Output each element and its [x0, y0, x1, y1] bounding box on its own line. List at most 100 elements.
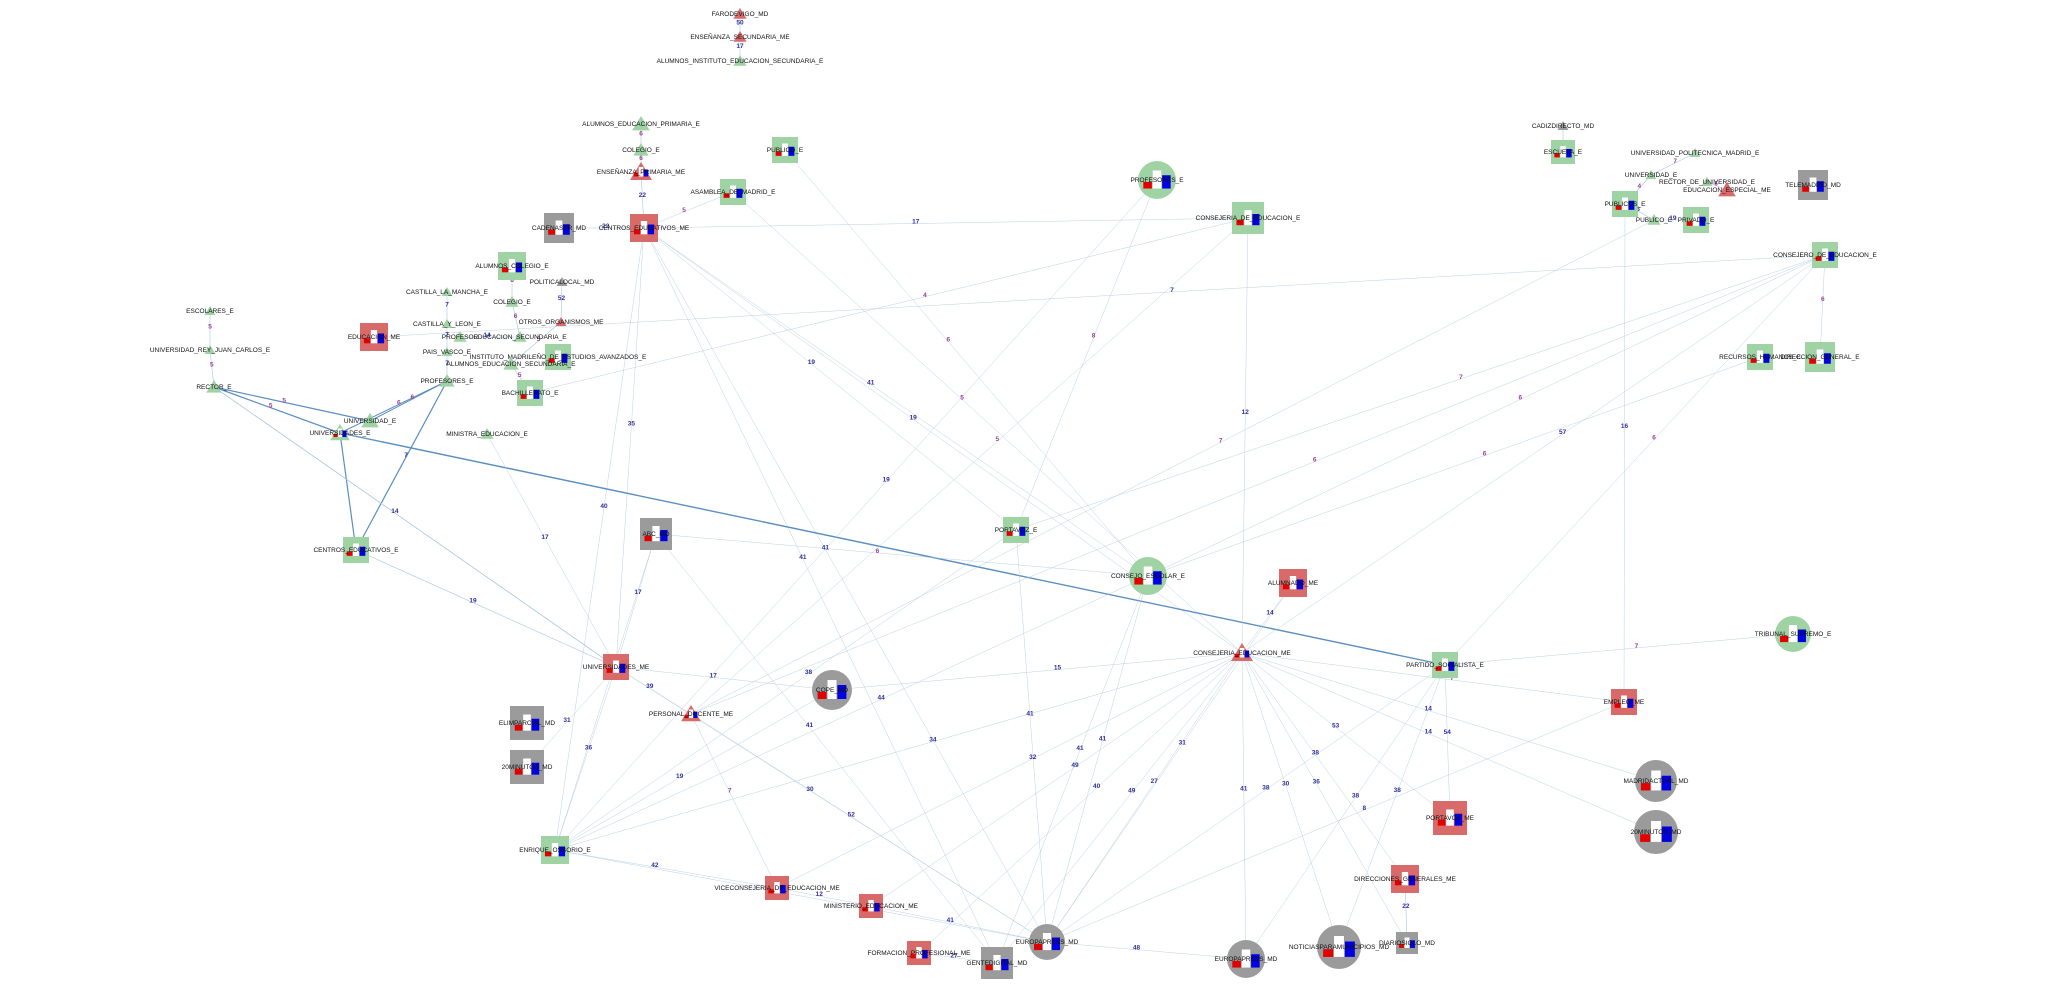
edge-weight-label: 8	[1363, 805, 1367, 812]
graph-node[interactable]: ESCUELA_E	[1544, 140, 1583, 164]
graph-edge	[1015, 254, 1826, 531]
graph-node[interactable]: EDUCACION_ME	[348, 323, 401, 351]
edge-weight-label: 57	[1559, 429, 1567, 436]
graph-node[interactable]: ASAMBLEA_DE_MADRID_E	[691, 179, 777, 205]
graph-node[interactable]: EUROPAPRESS_MD	[1215, 940, 1278, 978]
graph-node[interactable]: TELEMADRID_MD	[1785, 170, 1841, 200]
graph-node[interactable]: EMPLEO_ME	[1604, 689, 1645, 715]
graph-node[interactable]: ALUMNOS_INSTITUTO_EDUCACION_SECUNDARIA_E	[657, 55, 824, 66]
graph-node[interactable]: CONSEJERIA_EDUCACION_ME	[1193, 643, 1291, 661]
graph-node[interactable]: RECURSOS_HUMANOS_E	[1719, 344, 1801, 370]
graph-node[interactable]: CONSEJERO_DE_EDUCACION_E	[1773, 242, 1877, 268]
graph-node[interactable]: CADENASER_MD	[532, 213, 586, 243]
graph-node[interactable]: UNIVERSIDAD_E	[344, 413, 397, 428]
graph-node[interactable]: CENTROS_EDUCATIVOS_E	[313, 537, 399, 563]
graph-node[interactable]: RECTOR_E	[196, 380, 232, 393]
graph-node[interactable]: PORTAVOZ_ME	[1426, 801, 1475, 835]
graph-node[interactable]: ALUMNOS_EDUCACION_PRIMARIA_E	[582, 116, 701, 131]
graph-node[interactable]: CADIZDIRECTO_MD	[1532, 121, 1595, 130]
graph-node[interactable]: ALUMNADO_ME	[1268, 569, 1319, 597]
graph-node[interactable]: PUBLICO_E	[1636, 214, 1673, 225]
graph-node[interactable]: ESCOLARES_E	[186, 306, 235, 315]
edge-weight-label: 6	[639, 155, 643, 162]
graph-node[interactable]: EDUCACION_ESPECIAL_ME	[1683, 182, 1772, 197]
edge-weight-label: 52	[558, 295, 566, 302]
graph-node[interactable]: MADRIDACTUAL_MD	[1623, 760, 1689, 802]
graph-edge	[643, 227, 1017, 531]
node-bar-blue	[1661, 826, 1672, 842]
graph-node[interactable]: DIRECCIONES_GENERALES_ME	[1354, 865, 1457, 893]
edge-weight-label: 6	[1714, 181, 1718, 188]
graph-node[interactable]: ELIMPARCIAL_MD	[499, 706, 556, 740]
node-label: PERSONAL_DOCENTE_ME	[649, 711, 734, 718]
graph-node[interactable]: 20MINUTOS_MD	[502, 750, 553, 784]
node-bar-white	[1809, 177, 1817, 192]
node-label: ASAMBLEA_DE_MADRID_E	[691, 189, 777, 196]
graph-node[interactable]: ALUMNOS_COLEGIO_E	[475, 252, 549, 280]
graph-node[interactable]: PARTIDO_SOCIALISTA_E	[1406, 652, 1484, 678]
graph-node[interactable]: DIARIOSIGLO_MD	[1379, 932, 1435, 954]
graph-node[interactable]: BACHILLERATO_E	[502, 380, 560, 406]
graph-node[interactable]: ENSEÑANZA_SECUNDARIA_ME	[690, 31, 790, 42]
graph-node[interactable]: PROFESORES_E	[420, 374, 474, 387]
graph-node[interactable]: PAIS_VASCO_E	[423, 347, 472, 356]
node-label: TRIBUNAL_SUPREMO_E	[1755, 631, 1832, 638]
graph-node[interactable]: CONSEJO_ESCOLAR_E	[1111, 557, 1186, 595]
graph-node[interactable]: CASTILLA_LA_MANCHA_E	[406, 287, 489, 296]
node-bar-blue	[619, 663, 626, 673]
graph-node[interactable]: MINISTERIO_EDUCACION_ME	[824, 894, 919, 918]
graph-node[interactable]: PORTAVOZ_E	[995, 517, 1038, 543]
node-bar-red	[346, 551, 353, 556]
graph-edge	[554, 849, 778, 889]
graph-node[interactable]: EDUCACION_SECUNDARIA_E	[473, 331, 567, 342]
graph-node[interactable]: UNIVERSIDAD_E	[1625, 170, 1678, 179]
graph-node[interactable]: PUBLICO_E	[767, 137, 804, 163]
graph-node[interactable]: UNIVERSIDADES_E	[309, 424, 371, 441]
graph-node[interactable]: ABC_MD	[640, 518, 672, 550]
node-label: CADIZDIRECTO_MD	[1532, 123, 1595, 130]
graph-node[interactable]: PRIVADO_E	[1678, 207, 1715, 233]
graph-node[interactable]: COLEGIO_E	[622, 143, 660, 156]
graph-node[interactable]: ALUMNOS_EDUCACION_SECUNDARIA_E	[447, 357, 577, 370]
graph-node[interactable]: UNIVERSIDAD_POLITECNICA_MADRID_E	[1631, 148, 1760, 157]
graph-node[interactable]: UNIVERSIDADES_ME	[583, 654, 650, 680]
graph-node[interactable]: PROFESOR	[442, 331, 479, 342]
graph-edge	[1444, 633, 1794, 666]
graph-node[interactable]: FARODEVIGO_MD	[712, 8, 769, 19]
graph-node[interactable]: GENTEDIGITAL_MD	[967, 947, 1028, 979]
edge-weight-label: 6	[1652, 435, 1656, 442]
graph-node[interactable]: DIRECCION_GENERAL_E	[1780, 342, 1860, 372]
graph-node[interactable]: MINISTRA_EDUCACION_E	[446, 428, 528, 439]
node-bar-blue	[1661, 775, 1672, 791]
graph-node[interactable]: OTROS_ORGANISMOS_ME	[519, 317, 605, 326]
graph-node[interactable]: CASTILLA_Y_LEON_E	[413, 319, 482, 328]
graph-node[interactable]: 20MINUTOS_MD	[1631, 810, 1682, 854]
node-label: FORMACION_PROFESIONAL_ME	[868, 950, 972, 957]
graph-node[interactable]: ENRIQUE_OSSORIO_E	[519, 836, 591, 864]
graph-node[interactable]: CENTROS_EDUCATIVOS_ME	[599, 214, 690, 242]
graph-node[interactable]: PUBLICOS_E	[1605, 191, 1646, 217]
graph-node[interactable]: UNIVERSIDAD_REY_JUAN_CARLOS_E	[150, 345, 271, 354]
graph-node[interactable]: TRIBUNAL_SUPREMO_E	[1755, 616, 1832, 652]
graph-node[interactable]: ENSEÑANZA_PRIMARIA_ME	[597, 162, 686, 180]
graph-node[interactable]: NOTICIASPARAMUNICIPIOS_MD	[1289, 925, 1390, 969]
node-bar-blue	[531, 762, 540, 775]
edge-weight-label: 6	[947, 337, 951, 344]
graph-node[interactable]: CONSEJERIA_DE_EDUCACION_E	[1196, 202, 1301, 234]
node-bar-red	[363, 338, 371, 344]
graph-node[interactable]: FORMACION_PROFESIONAL_ME	[868, 941, 972, 965]
graph-node[interactable]: EUROPAPRESS_MD	[1016, 924, 1079, 960]
node-bar-white	[551, 843, 559, 857]
edge-weight-label: 41	[947, 917, 955, 924]
edge-weight-label: 32	[1029, 754, 1037, 761]
graph-node[interactable]: PERSONAL_DOCENTE_ME	[649, 705, 734, 722]
graph-node[interactable]: VICECONSEJERIA_DE_EDUCACION_ME	[714, 876, 840, 900]
node-bar-white	[523, 758, 531, 775]
graph-node[interactable]: PROFESORES_E	[1130, 161, 1184, 199]
graph-node[interactable]: INSTITUTO_MADRILEÑO_DE_ESTUDIOS_AVANZADO…	[470, 344, 647, 370]
graph-node[interactable]: COLEGIO_E	[493, 296, 531, 307]
graph-node[interactable]: POLITICALOCAL_MD	[530, 277, 595, 286]
graph-node[interactable]: COPE_MD	[812, 670, 852, 710]
graph-node[interactable]: RECTOR_DE_UNIVERSIDAD_E	[1659, 177, 1756, 186]
